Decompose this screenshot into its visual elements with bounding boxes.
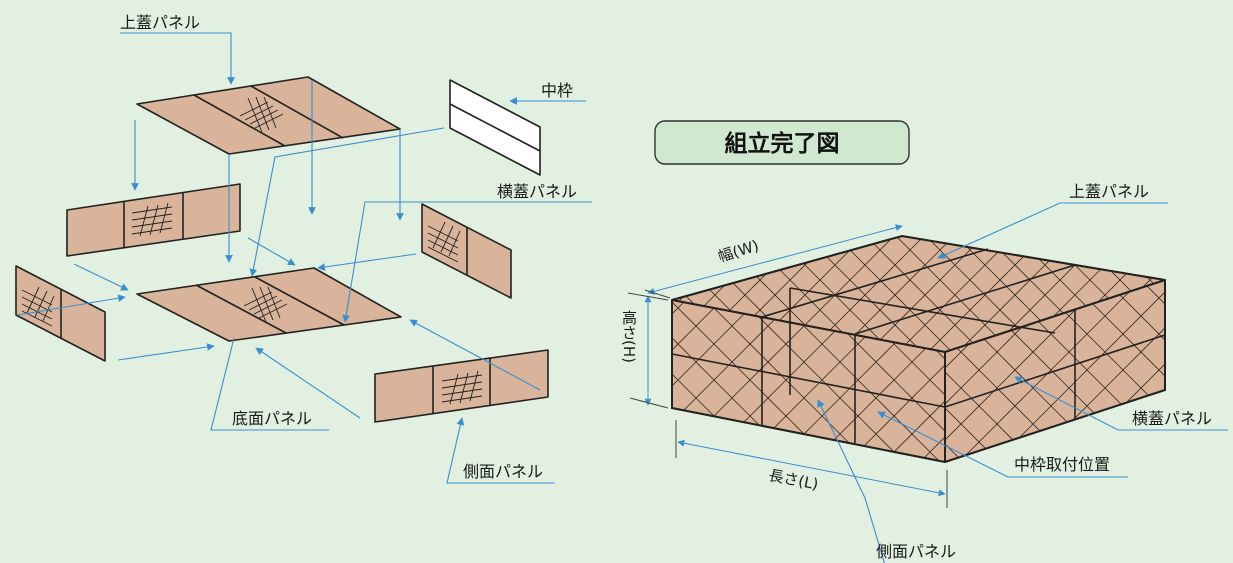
- label-side-panel: 側面パネル: [463, 462, 543, 481]
- assembled-box: [671, 234, 1233, 470]
- mesh-line: [672, 300, 733, 462]
- mesh-line: [1167, 270, 1233, 470]
- assembly-title-box: 組立完了図: [654, 120, 910, 165]
- label-side-lid-panel: 横蓋パネル: [497, 182, 577, 201]
- mesh-line: [945, 280, 1008, 462]
- bottom-panel: [136, 267, 402, 342]
- label-side-panel-assembled: 側面パネル: [876, 542, 956, 561]
- side-lid-panel: [421, 203, 512, 299]
- mesh-icon: [441, 370, 483, 405]
- top-lid-panel: [136, 76, 401, 155]
- label-middle-frame-position: 中枠取付位置: [1014, 455, 1110, 474]
- mesh-icon: [131, 202, 173, 237]
- label-top-lid-panel: 上蓋パネル: [120, 13, 200, 32]
- assembly-title: 組立完了図: [725, 130, 840, 157]
- label-height: 高さ(H): [620, 310, 638, 363]
- side-panel-upper: [66, 183, 241, 257]
- exploded-leaders: [17, 32, 592, 484]
- mesh-icon: [427, 221, 461, 263]
- dimensions: [627, 224, 948, 508]
- label-bottom-panel: 底面パネル: [232, 409, 312, 428]
- assembly-leaders: [817, 202, 1228, 563]
- label-top-lid-panel-assembled: 上蓋パネル: [1069, 182, 1149, 201]
- mesh-line: [859, 236, 991, 352]
- middle-frame: [449, 79, 541, 176]
- mesh-icon: [243, 286, 288, 323]
- mesh-line: [1167, 270, 1233, 470]
- mesh-line: [1159, 236, 1165, 352]
- side-lid-panel-left: [15, 265, 106, 362]
- mesh-line: [1094, 280, 1165, 462]
- mesh-line: [1159, 236, 1165, 352]
- mesh-line: [945, 280, 1044, 462]
- mesh-line: [672, 300, 769, 462]
- side-panel-lower: [374, 349, 549, 423]
- label-width: 幅(W): [716, 236, 761, 265]
- label-side-lid-panel-assembled: 横蓋パネル: [1132, 409, 1212, 428]
- label-middle-frame: 中枠: [541, 81, 573, 100]
- label-length: 長さ(L): [767, 466, 820, 493]
- mesh-line: [950, 280, 1152, 462]
- mesh-icon: [239, 96, 284, 133]
